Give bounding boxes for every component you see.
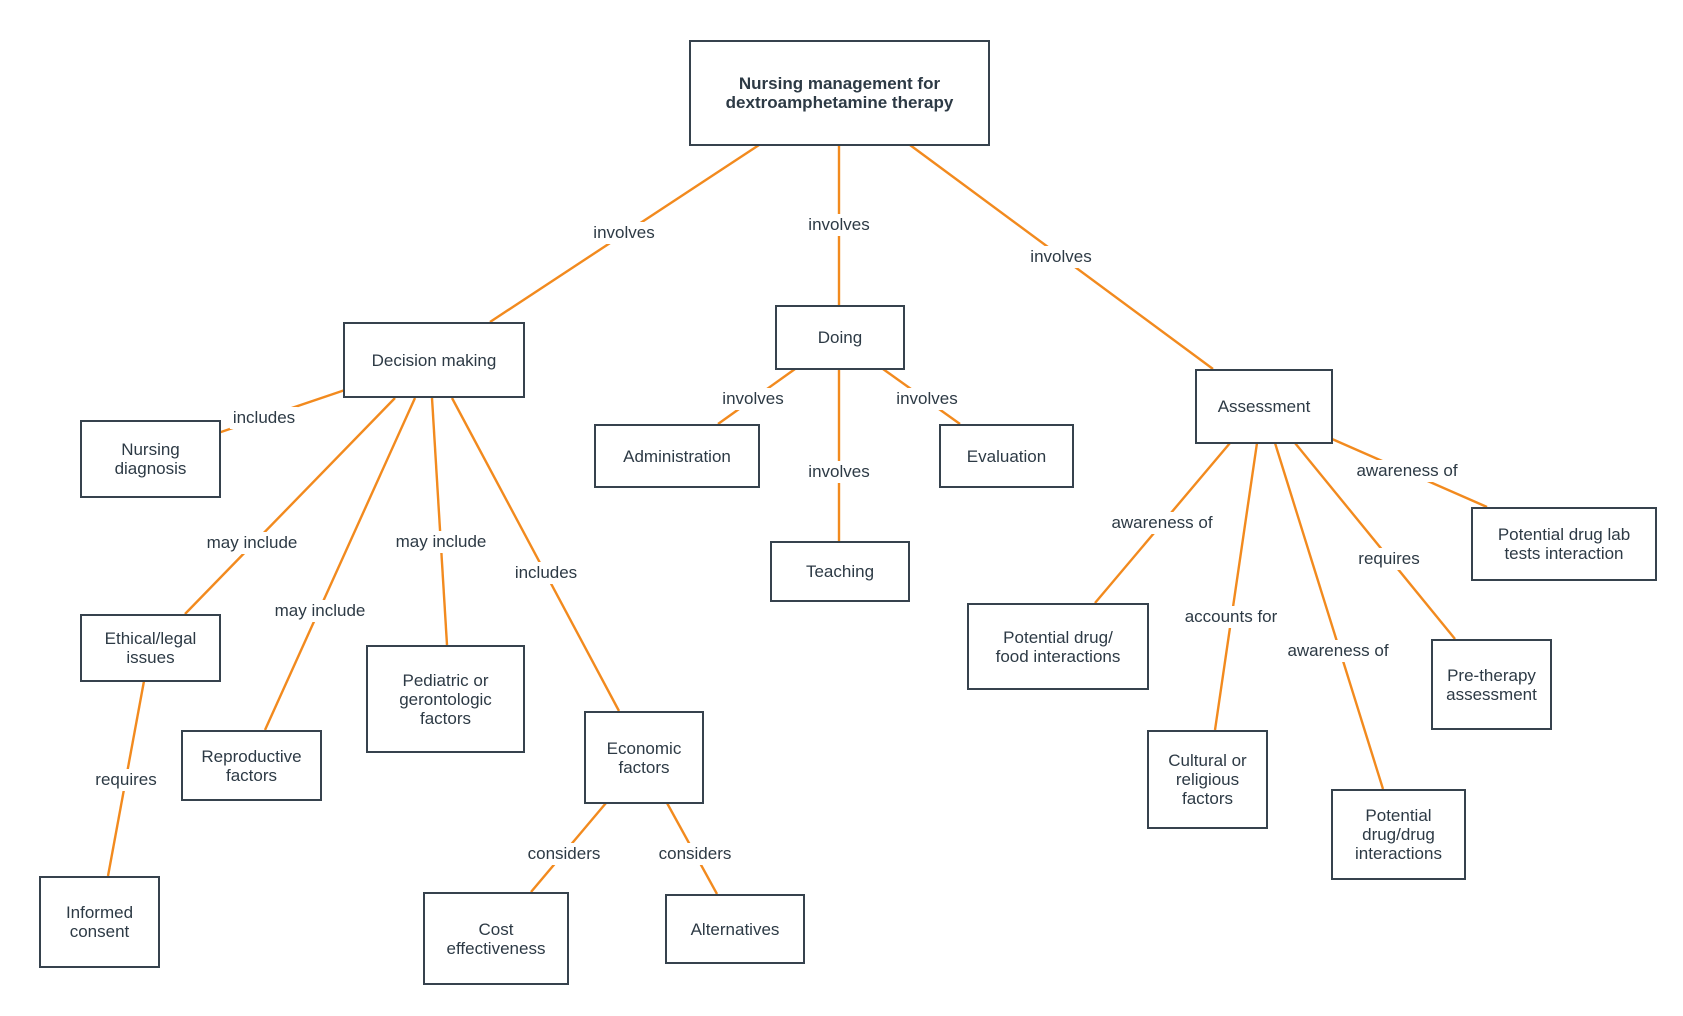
edge-label-doing-administration: involves [719, 388, 787, 410]
edge-label-root-assessment: involves [1027, 246, 1095, 268]
connector-decision-economic [450, 397, 621, 712]
edge-label-decision-economic: includes [511, 562, 581, 584]
node-pre-therapy[interactable]: Pre-therapy assessment [1431, 639, 1552, 730]
node-teaching[interactable]: Teaching [770, 541, 910, 602]
node-alternatives[interactable]: Alternatives [665, 894, 805, 964]
edge-label-decision-pediatric: may include [392, 531, 490, 553]
node-evaluation[interactable]: Evaluation [939, 424, 1074, 488]
edge-label-assessment-lab: awareness of [1353, 460, 1461, 482]
node-administration[interactable]: Administration [594, 424, 760, 488]
edge-label-assessment-food: awareness of [1108, 512, 1216, 534]
node-nursing-diagnosis[interactable]: Nursing diagnosis [80, 420, 221, 498]
edge-label-economic-alternatives: considers [655, 843, 735, 865]
node-cultural-religious[interactable]: Cultural or religious factors [1147, 730, 1268, 829]
edge-label-assessment-drugdrug: awareness of [1284, 640, 1392, 662]
node-assessment[interactable]: Assessment [1195, 369, 1333, 444]
node-drug-lab[interactable]: Potential drug lab tests interaction [1471, 507, 1657, 581]
edge-label-assessment-pretherapy: requires [1355, 548, 1423, 570]
edge-label-doing-evaluation: involves [893, 388, 961, 410]
node-ethical-legal[interactable]: Ethical/legal issues [80, 614, 221, 682]
edge-label-root-doing: involves [805, 214, 873, 236]
node-drug-drug[interactable]: Potential drug/drug interactions [1331, 789, 1466, 880]
connector-decision-pediatric [430, 397, 449, 646]
edge-label-root-decision: involves [590, 222, 658, 244]
connector-decision-ethical [184, 397, 396, 615]
edge-label-decision-reproductive: may include [271, 600, 369, 622]
edge-label-decision-nursing: includes [229, 407, 299, 429]
node-doing[interactable]: Doing [775, 305, 905, 370]
node-drug-food[interactable]: Potential drug/ food interactions [967, 603, 1149, 690]
node-decision-making[interactable]: Decision making [343, 322, 525, 398]
node-pediatric[interactable]: Pediatric or gerontologic factors [366, 645, 525, 753]
node-reproductive[interactable]: Reproductive factors [181, 730, 322, 801]
edge-label-assessment-cultural: accounts for [1181, 606, 1281, 628]
node-cost-effectiveness[interactable]: Cost effectiveness [423, 892, 569, 985]
connector-assessment-cultural [1213, 442, 1259, 731]
connector-assessment-pretherapy [1294, 442, 1456, 640]
connector-decision-reproductive [263, 397, 417, 731]
edge-label-ethical-consent: requires [92, 769, 160, 791]
node-economic[interactable]: Economic factors [584, 711, 704, 804]
connector-assessment-drugdrug [1273, 442, 1385, 790]
edge-label-decision-ethical: may include [203, 532, 301, 554]
root-node[interactable]: Nursing management for dextroamphetamine… [689, 40, 990, 146]
edge-label-doing-teaching: involves [805, 461, 873, 483]
edge-label-economic-cost: considers [524, 843, 604, 865]
node-informed-consent[interactable]: Informed consent [39, 876, 160, 968]
